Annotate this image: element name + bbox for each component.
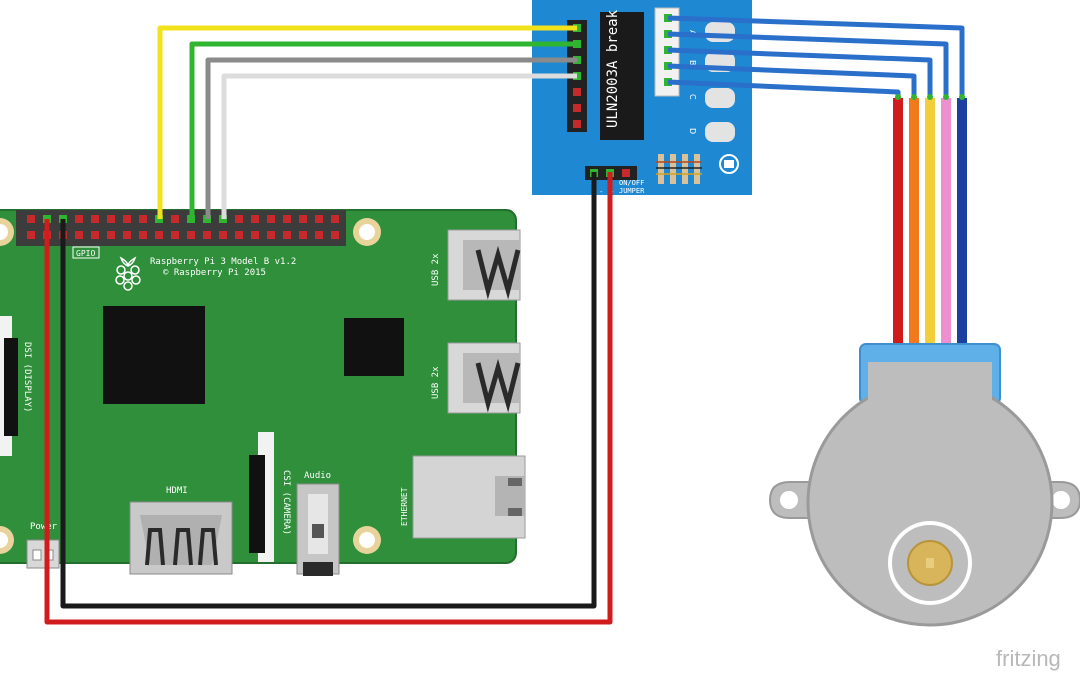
gpio-pin bbox=[267, 231, 275, 239]
fritzing-watermark: fritzing bbox=[996, 646, 1061, 671]
wire-white bbox=[221, 73, 577, 219]
driver-input-pin bbox=[573, 104, 581, 112]
audio-label: Audio bbox=[304, 471, 331, 481]
gpio-pin bbox=[283, 215, 291, 223]
wire-gray bbox=[205, 57, 577, 219]
gpio-pin bbox=[27, 215, 35, 223]
usb-label-2: USB 2x bbox=[431, 366, 441, 399]
raspberry-logo-icon bbox=[115, 256, 141, 291]
motor-body bbox=[806, 379, 1054, 627]
gpio-pin bbox=[203, 231, 211, 239]
gpio-label-box bbox=[72, 246, 100, 259]
hdmi-port bbox=[129, 501, 233, 575]
pi-copyright-text: © Raspberry Pi 2015 bbox=[163, 268, 266, 278]
gpio-pin bbox=[91, 215, 99, 223]
gpio-pin bbox=[283, 231, 291, 239]
gpio-pin bbox=[315, 231, 323, 239]
gpio-pin bbox=[331, 215, 339, 223]
csi-label: CSI (CAMERA) bbox=[281, 470, 291, 535]
flange-hole-right bbox=[1052, 491, 1070, 509]
dsi-connector: DSI (DISPLAY) bbox=[0, 316, 32, 456]
pin-minus-label: - bbox=[600, 188, 603, 196]
gpio-pin bbox=[155, 231, 163, 239]
gpio-pin bbox=[107, 231, 115, 239]
gpio-pin bbox=[75, 215, 83, 223]
gpio-pin bbox=[107, 215, 115, 223]
gpio-pin bbox=[219, 231, 227, 239]
chip-label: ULN2003A break bbox=[605, 9, 621, 128]
pi-model-text: Raspberry Pi 3 Model B v1.2 bbox=[150, 257, 296, 267]
uln2003-chip bbox=[600, 12, 644, 140]
motor-neck bbox=[868, 362, 992, 404]
stepper-motor bbox=[768, 343, 1080, 627]
gpio-pin bbox=[27, 231, 35, 239]
gpio-pin bbox=[91, 231, 99, 239]
gpio-pin bbox=[139, 215, 147, 223]
gpio-pin bbox=[251, 215, 259, 223]
driver-input-pin bbox=[573, 120, 581, 128]
motor-shaft-ring bbox=[888, 521, 972, 605]
wire-yellow bbox=[157, 25, 577, 219]
soc-chip bbox=[103, 306, 205, 404]
wire-blue-2 bbox=[667, 31, 949, 96]
gpio-pin bbox=[123, 231, 131, 239]
wire-endpoints bbox=[895, 94, 965, 100]
gpio-label: GPIO bbox=[76, 249, 95, 258]
raspberry-pi-board: GPIO Raspberry Pi 3 Model B v1.2 © Raspb… bbox=[0, 209, 526, 576]
gpio-pin bbox=[75, 231, 83, 239]
gpio-pin bbox=[123, 215, 131, 223]
usb-label-1: USB 2x bbox=[431, 253, 441, 286]
dsi-label: DSI (DISPLAY) bbox=[22, 342, 32, 412]
driver-input-pin bbox=[573, 88, 581, 96]
wire-blue-4 bbox=[667, 63, 917, 96]
jumper-label-1: ON/OFF bbox=[619, 179, 644, 187]
gpio-pin bbox=[251, 231, 259, 239]
wire-red bbox=[44, 172, 613, 625]
gpio-pin bbox=[235, 215, 243, 223]
gpio-pin bbox=[235, 231, 243, 239]
led-d-icon bbox=[705, 122, 735, 142]
board-logo-icon bbox=[719, 154, 739, 174]
wire-blue-1 bbox=[667, 15, 965, 96]
gpio-pin bbox=[267, 215, 275, 223]
gpio-pin bbox=[171, 215, 179, 223]
led-label-b: B bbox=[688, 60, 697, 66]
csi-connector: CSI (CAMERA) bbox=[249, 432, 291, 562]
gpio-pin bbox=[187, 231, 195, 239]
jumper-label-2: JUMPER bbox=[619, 187, 645, 195]
gpio-pin bbox=[331, 231, 339, 239]
hdmi-label: HDMI bbox=[166, 486, 188, 496]
gpio-pin bbox=[139, 231, 147, 239]
ethernet-label: ETHERNET bbox=[400, 487, 409, 526]
led-label-c: C bbox=[688, 94, 697, 100]
gpio-pin bbox=[171, 231, 179, 239]
gpio-pin bbox=[299, 231, 307, 239]
mounting-holes bbox=[0, 218, 381, 554]
wire-blue-3 bbox=[667, 47, 933, 96]
power-port bbox=[26, 539, 60, 569]
wire-black bbox=[60, 172, 597, 609]
wire-green bbox=[189, 41, 577, 219]
usb-port-2 bbox=[447, 342, 521, 414]
power-pin bbox=[622, 169, 630, 177]
gpio-pin bbox=[315, 215, 323, 223]
gpio-pin bbox=[299, 215, 307, 223]
connector-pin bbox=[664, 62, 672, 70]
shaft-flat bbox=[926, 558, 934, 568]
led-label-d: D bbox=[688, 128, 697, 134]
usb-port-1 bbox=[447, 229, 521, 301]
led-a-icon bbox=[705, 22, 735, 42]
resistors bbox=[656, 154, 702, 184]
power-label: Power bbox=[30, 522, 58, 532]
wires bbox=[44, 15, 967, 625]
led-c-icon bbox=[705, 88, 735, 108]
lan-chip bbox=[344, 318, 404, 376]
audio-jack bbox=[296, 483, 340, 576]
ethernet-port bbox=[412, 455, 526, 539]
flange-hole-left bbox=[780, 491, 798, 509]
